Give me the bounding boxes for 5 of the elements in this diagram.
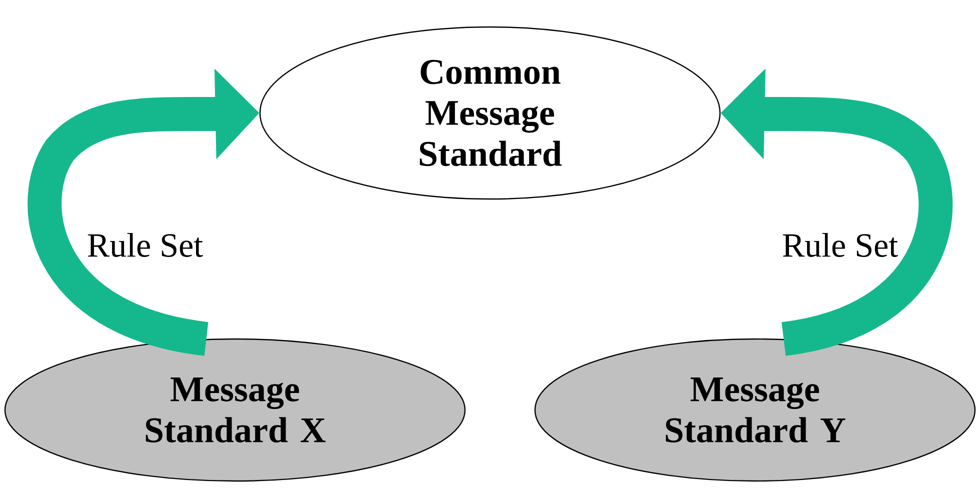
ellipse-node: Message Standard Y bbox=[534, 338, 976, 482]
ellipse-node: Common Message Standard bbox=[259, 26, 721, 200]
edge-label: Rule Set bbox=[84, 231, 206, 259]
ellipse-node: Message Standard X bbox=[4, 338, 466, 482]
edge-label: Rule Set bbox=[780, 231, 900, 259]
